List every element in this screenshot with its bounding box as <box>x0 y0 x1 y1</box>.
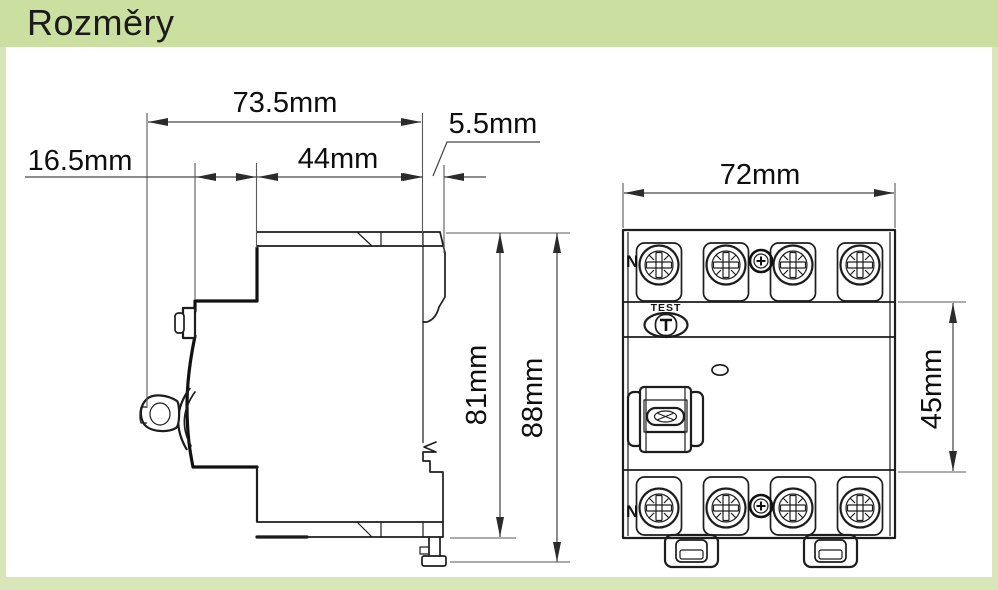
side-bottom-flange <box>256 521 444 538</box>
terminal-screw <box>705 487 747 529</box>
terminal-screw <box>772 487 814 529</box>
front-body-outline <box>621 228 897 540</box>
dim-body-depth: 44mm <box>258 143 421 181</box>
side-din-rail-edge <box>422 246 446 538</box>
terminal-screw <box>638 487 680 529</box>
dimension-drawing: N TEST <box>25 87 966 569</box>
dimension-annotations: 73.5mm 16.5mm 44mm 5.5mm 81mm <box>25 87 966 563</box>
dim-label-81: 81mm <box>461 345 493 426</box>
side-top-flange <box>256 231 446 254</box>
neutral-label-top: N <box>626 252 638 271</box>
front-terminals-top: N <box>626 242 884 302</box>
front-view-drawing: N TEST <box>621 228 897 569</box>
front-toggle-switch <box>626 385 705 454</box>
fixing-screw <box>748 493 774 519</box>
lever-knob <box>139 394 181 433</box>
test-label: TEST <box>651 302 682 314</box>
side-front-profile <box>185 246 309 539</box>
dim-width-front: 72mm <box>624 159 894 197</box>
terminal-screw <box>839 487 881 529</box>
neutral-label-bottom: N <box>626 502 638 521</box>
drawing-area: N TEST <box>6 47 992 577</box>
terminal-screw <box>839 244 881 286</box>
dim-total-width: 73.5mm <box>148 87 421 126</box>
dim-label-72: 72mm <box>720 159 801 191</box>
front-terminals-bottom: N <box>626 476 884 536</box>
dim-face-height: 45mm <box>916 303 957 471</box>
side-view-drawing <box>139 231 447 567</box>
title-banner: Rozměry <box>0 0 998 47</box>
dim-body-height: 81mm <box>461 233 504 537</box>
fixing-screw <box>748 248 774 274</box>
terminal-screw <box>772 244 814 286</box>
dim-label-5-5: 5.5mm <box>449 108 538 140</box>
page-title: Rozměry <box>27 2 175 43</box>
front-test-button: TEST <box>643 302 689 339</box>
dim-label-45: 45mm <box>916 349 948 430</box>
dim-label-73-5: 73.5mm <box>233 87 338 119</box>
dim-total-height: 88mm <box>517 233 561 562</box>
terminal-screw <box>705 244 747 286</box>
side-test-button <box>174 306 197 340</box>
dim-rail-clearance: 5.5mm <box>403 108 540 181</box>
dim-label-44: 44mm <box>298 143 379 175</box>
mounting-foot-right <box>802 533 859 569</box>
dim-label-88: 88mm <box>517 358 549 439</box>
side-toggle-lever <box>139 387 196 451</box>
mounting-foot-left <box>663 533 720 569</box>
status-indicator-window <box>711 363 729 377</box>
dim-front-offset: 16.5mm <box>25 145 423 181</box>
side-din-latch <box>419 536 447 567</box>
terminal-screw <box>638 244 680 286</box>
dim-label-16-5: 16.5mm <box>28 145 133 177</box>
